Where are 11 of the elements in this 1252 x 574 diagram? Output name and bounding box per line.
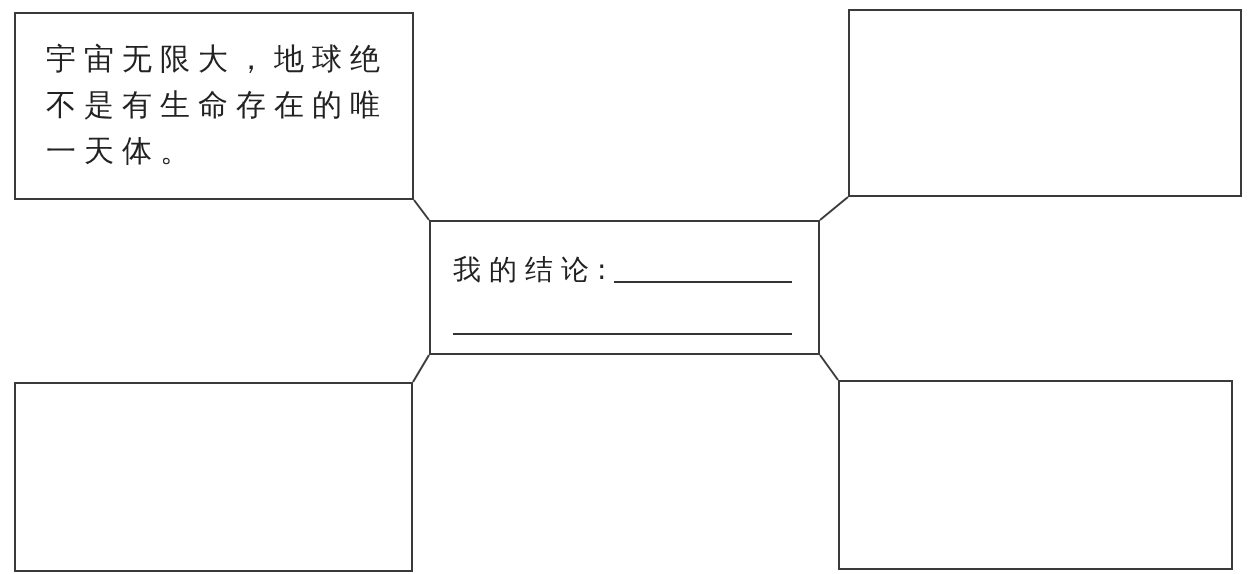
- connector-line: [819, 196, 849, 221]
- answer-box: [14, 382, 413, 572]
- answer-box: [838, 380, 1233, 570]
- answer-box: [848, 9, 1242, 197]
- connector-line: [413, 199, 430, 221]
- conclusion-label: 我的结论:: [453, 252, 615, 288]
- connector-line: [412, 354, 430, 383]
- connector-line: [819, 354, 839, 381]
- conclusion-box: [429, 220, 820, 355]
- text-box: [14, 12, 414, 200]
- statement-text: 宇宙无限大，地球绝不是有生命存在的唯一天体。: [46, 40, 389, 170]
